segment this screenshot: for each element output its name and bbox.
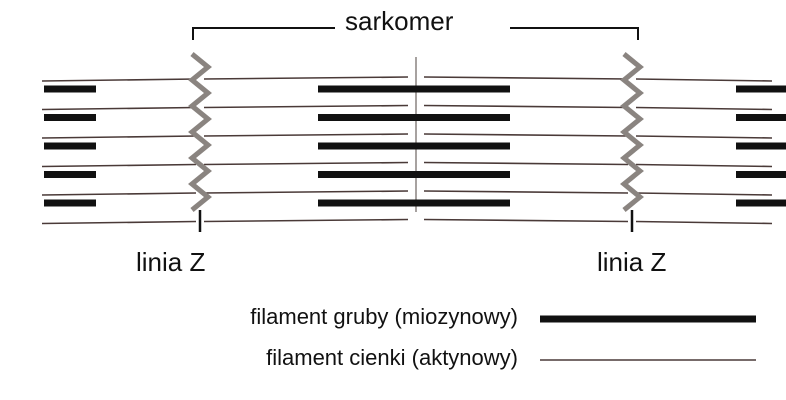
thick-filaments	[44, 85, 786, 207]
thin-filament	[203, 104, 409, 109]
thin-filament	[635, 135, 773, 139]
z-disc	[620, 52, 644, 212]
thin-filament	[423, 161, 629, 166]
thin-filament	[41, 135, 197, 139]
thin-filament	[635, 106, 773, 111]
thin-filament	[203, 76, 409, 80]
thin-filament	[41, 192, 197, 196]
thin-filament	[423, 76, 629, 80]
z-line-right-label: linia Z	[597, 247, 667, 277]
thin-filament	[635, 220, 773, 225]
z-line-left-label: linia Z	[136, 247, 206, 277]
z-disc	[188, 52, 212, 212]
thin-filament	[203, 218, 409, 223]
sarkomer-bracket	[192, 27, 639, 40]
thin-filament	[203, 190, 409, 194]
thin-filament	[41, 220, 197, 225]
thin-filament	[203, 161, 409, 166]
thin-filament	[423, 133, 629, 137]
thin-filament	[41, 78, 197, 82]
thin-filament	[635, 78, 773, 82]
thin-filament	[41, 163, 197, 168]
thin-filament	[41, 106, 197, 111]
legend-thin-label: filament cienki (aktynowy)	[266, 345, 518, 370]
legend-thick-label: filament gruby (miozynowy)	[250, 304, 518, 329]
thin-filament	[203, 133, 409, 137]
thin-filament	[423, 190, 629, 194]
thin-filament	[423, 218, 629, 223]
z-discs	[188, 52, 644, 212]
thin-filaments	[41, 76, 773, 225]
thin-filament	[635, 192, 773, 196]
sarkomer-label: sarkomer	[345, 6, 454, 36]
thin-filament	[423, 104, 629, 109]
thin-filament	[635, 163, 773, 168]
